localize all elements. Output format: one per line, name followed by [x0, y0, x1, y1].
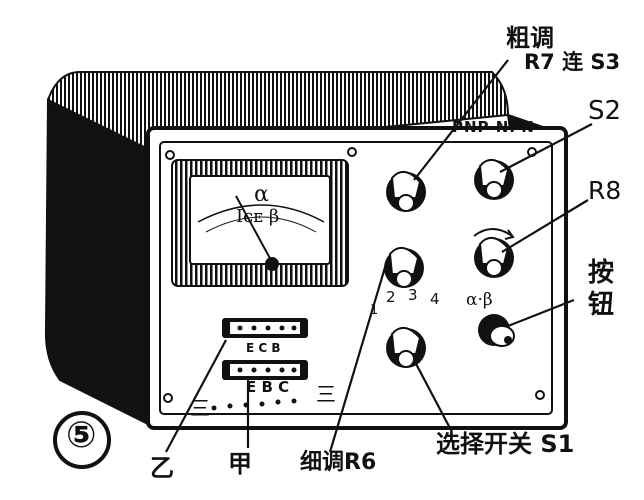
- knob-r7-s3: [386, 171, 426, 212]
- socket-upper-label: E C B: [246, 341, 281, 355]
- figure-number-circle: [53, 411, 111, 469]
- cabinet-side: [44, 98, 151, 427]
- polarity-label: PNP NPN: [452, 118, 535, 136]
- leader-lines: [165, 59, 593, 453]
- meter-scale-label: Iᴄᴇ β: [236, 206, 280, 227]
- bottom-mark-left: 三: [190, 396, 210, 420]
- switch-position-1: 1: [370, 303, 379, 318]
- terminal-strip-upper: [222, 318, 308, 338]
- bottom-dots: [211, 398, 297, 411]
- knob-r6: [384, 247, 424, 288]
- terminal-strip-lower: [222, 360, 308, 380]
- meter-alpha-label: α: [254, 182, 269, 207]
- callout-fine-r6: 细调R6: [300, 450, 377, 475]
- callout-r8: R8: [588, 176, 622, 205]
- alpha-beta-label: α·β: [466, 290, 493, 310]
- push-button: [478, 314, 515, 347]
- callout-s2: S2: [588, 96, 622, 126]
- callout-button-line1: 按: [588, 258, 615, 288]
- knob-r8: [473, 228, 515, 278]
- callout-r7-s3: R7 连 S3: [524, 50, 621, 74]
- figure-number: ⑤: [66, 415, 97, 456]
- knob-s2: [474, 159, 514, 200]
- switch-position-2: 2: [386, 288, 396, 306]
- callout-coarse-adjust: 粗调: [506, 24, 554, 52]
- meter: [171, 159, 349, 287]
- callout-selector-s1: 选择开关 S1: [436, 430, 575, 458]
- callout-yi: 乙: [150, 454, 174, 482]
- switch-position-3: 3: [408, 286, 418, 304]
- socket-lower-label: E B C: [246, 378, 290, 396]
- switch-position-4: 4: [430, 290, 440, 308]
- callout-button-line2: 钮: [588, 290, 615, 320]
- knob-s1: [386, 327, 426, 368]
- bottom-mark-right: 三: [316, 382, 336, 406]
- callout-jia: 甲: [228, 450, 252, 478]
- panel-screws: [163, 147, 545, 403]
- front-panel-inner: [159, 141, 553, 415]
